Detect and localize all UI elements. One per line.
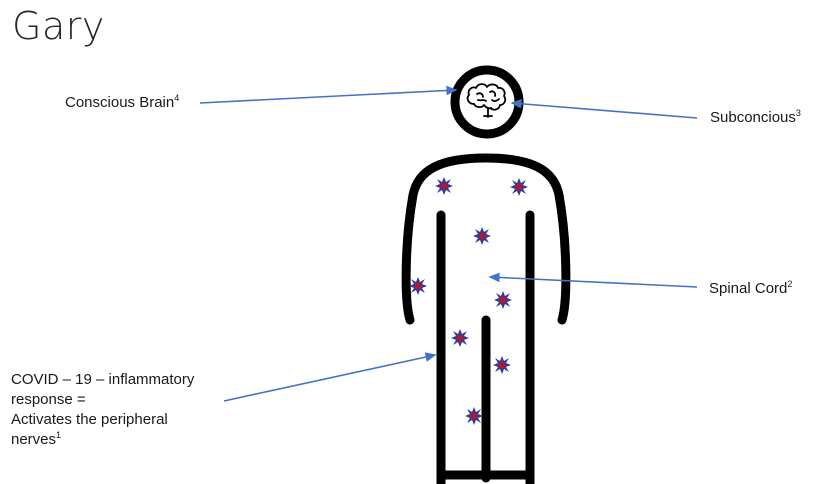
arrow-conscious-brain xyxy=(200,90,456,103)
brain-icon xyxy=(468,84,506,117)
label-covid-line3: Activates the peripheral xyxy=(11,410,241,430)
inflammation-spark-icon xyxy=(435,177,453,195)
inflammation-sparks xyxy=(409,177,528,425)
label-covid: COVID – 19 – inflammatory response = Act… xyxy=(11,370,241,450)
label-spinal-cord-ref: 2 xyxy=(787,279,792,289)
body-outline xyxy=(406,158,566,484)
label-subconscious-text: Subconcious xyxy=(710,109,796,126)
inflammation-spark-icon xyxy=(465,407,483,425)
inflammation-spark-icon xyxy=(493,356,511,374)
label-subconscious: Subconcious3 xyxy=(710,108,801,128)
inflammation-spark-icon xyxy=(494,291,512,309)
label-conscious-brain-ref: 4 xyxy=(174,93,179,103)
arrow-subconscious xyxy=(512,103,697,118)
label-conscious-brain-text: Conscious Brain xyxy=(65,94,174,111)
inflammation-spark-icon xyxy=(409,277,427,295)
arrow-spinal-cord xyxy=(490,277,697,287)
label-conscious-brain: Conscious Brain4 xyxy=(65,93,179,113)
inflammation-spark-icon xyxy=(451,329,469,347)
label-spinal-cord-text: Spinal Cord xyxy=(709,280,787,297)
inflammation-spark-icon xyxy=(473,227,491,245)
label-covid-line1: COVID – 19 – inflammatory xyxy=(11,370,241,390)
label-covid-line4-wrap: nerves1 xyxy=(11,430,241,450)
annotation-arrows xyxy=(200,90,697,401)
label-covid-line2: response = xyxy=(11,390,241,410)
inflammation-spark-icon xyxy=(510,178,528,196)
head-outline xyxy=(455,70,519,134)
label-covid-line4: nerves xyxy=(11,431,56,448)
arrow-covid xyxy=(224,355,435,401)
page-title: Gary xyxy=(12,4,105,48)
label-spinal-cord: Spinal Cord2 xyxy=(709,279,792,299)
label-subconscious-ref: 3 xyxy=(796,108,801,118)
label-covid-ref: 1 xyxy=(56,430,61,440)
